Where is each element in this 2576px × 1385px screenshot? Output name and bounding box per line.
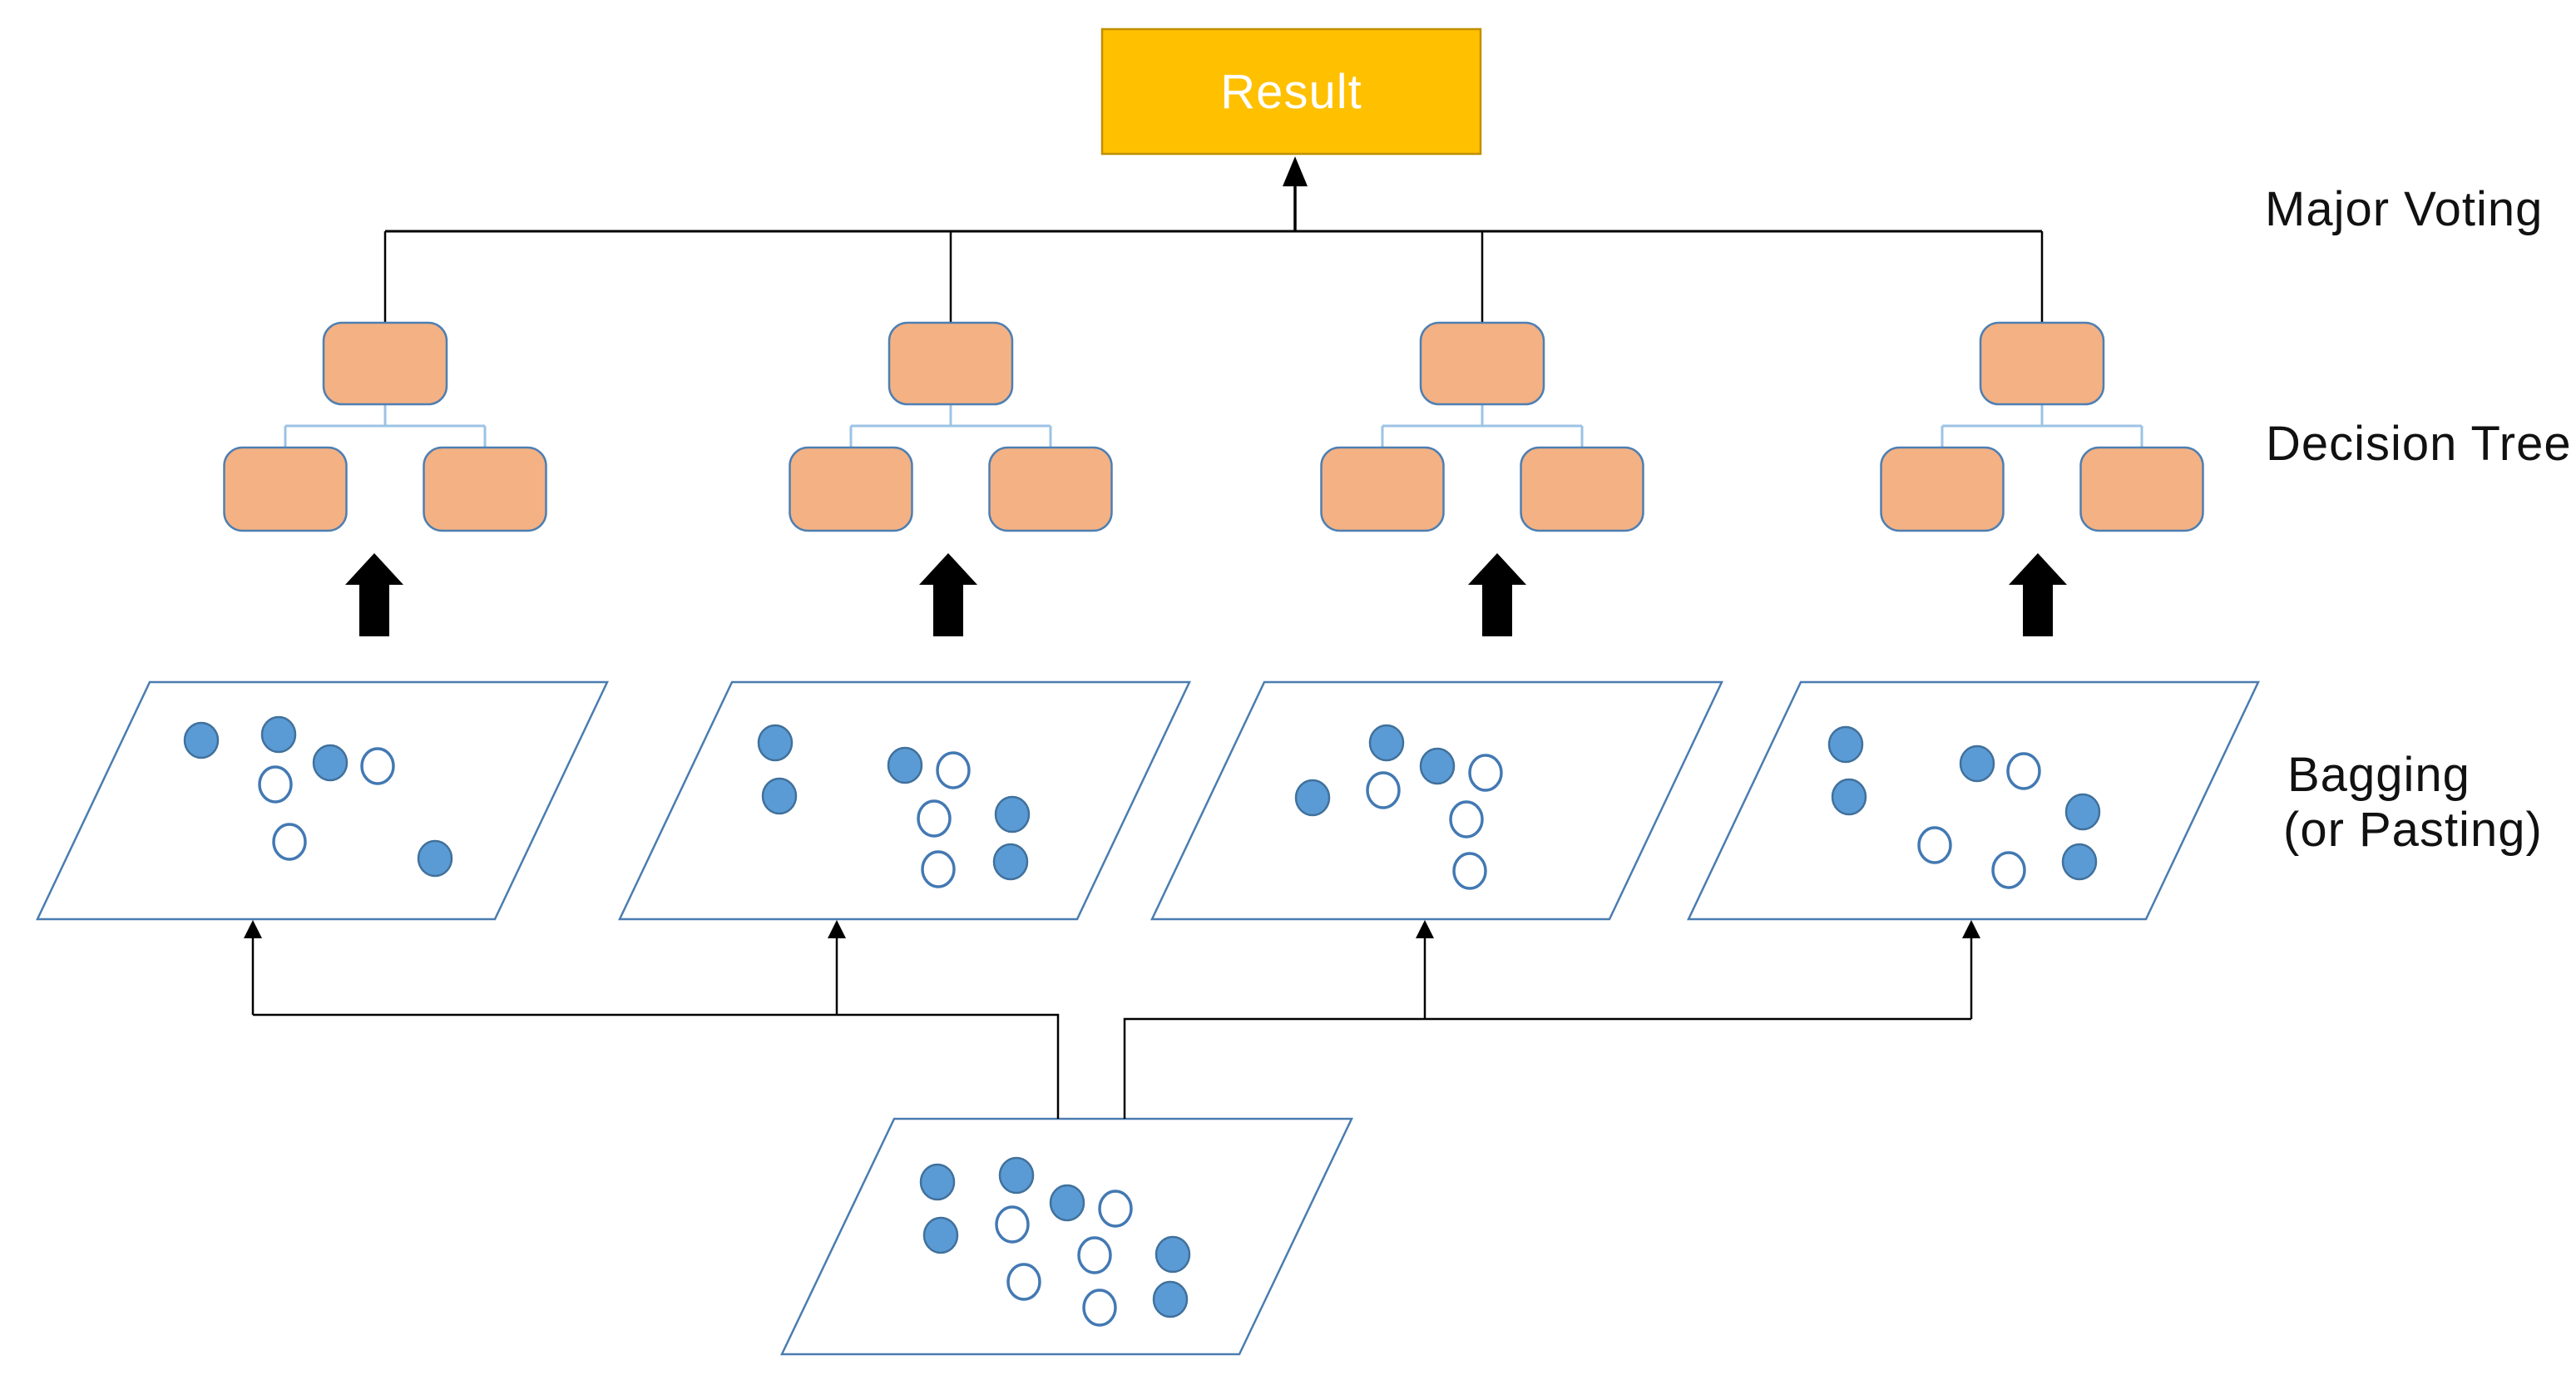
sample-4-data-point-open — [2006, 752, 2041, 790]
sample-2-data-point-open — [936, 751, 971, 789]
sample-feed-arrowhead-right-2 — [1962, 920, 1980, 938]
sample-4-data-point-filled — [2061, 843, 2098, 881]
sample-1-data-point-open — [258, 765, 293, 804]
sample-2-data-point-filled — [992, 843, 1029, 881]
dataset-data-point-open — [1077, 1236, 1112, 1274]
train-arrow-4 — [2009, 553, 2067, 636]
distribution-connector-right — [1123, 1017, 1971, 1119]
bagging-label-line1: Bagging — [2287, 748, 2470, 802]
sample-3-data-point-open — [1468, 754, 1503, 792]
sample-4-data-point-filled — [2064, 793, 2101, 831]
sample-feed-arrowhead-right-1 — [1416, 920, 1434, 938]
dataset-data-point-filled — [1152, 1280, 1189, 1318]
tree-2-parent-node — [888, 321, 1014, 406]
sample-1-data-point-filled — [183, 721, 220, 759]
tree-1-right-child-node — [423, 446, 547, 532]
sample-feed-arrowhead-left-2 — [828, 920, 846, 938]
sample-2-data-point-filled — [761, 777, 798, 815]
tree-1-parent-node — [322, 321, 448, 406]
result-box-label: Result — [1220, 64, 1362, 119]
train-arrow-1 — [345, 553, 403, 636]
sample-3-data-point-open — [1452, 852, 1487, 890]
sample-4-data-point-filled — [1827, 725, 1864, 764]
sample-4-data-point-filled — [1959, 744, 1995, 783]
tree-3-left-child-node — [1320, 446, 1445, 532]
tree-3-connector — [1381, 404, 1584, 450]
sample-4-data-point-filled — [1831, 778, 1867, 816]
train-arrow-2 — [919, 553, 977, 636]
sample-2-data-point-open — [917, 799, 952, 838]
sample-1-parallelogram — [36, 680, 609, 921]
sample-feed-arrowhead-left-1 — [244, 920, 262, 938]
tree-3-parent-node — [1419, 321, 1545, 406]
dataset-data-point-filled — [1049, 1184, 1085, 1222]
sample-3-data-point-filled — [1419, 747, 1456, 785]
dataset-data-point-filled — [998, 1156, 1035, 1195]
dataset-data-point-open — [1082, 1289, 1117, 1327]
sample-3-data-point-open — [1449, 800, 1484, 838]
tree-2-connector — [849, 404, 1052, 450]
dataset-data-point-open — [1098, 1190, 1133, 1228]
sample-1-data-point-filled — [260, 715, 297, 754]
tree-2-left-child-node — [789, 446, 913, 532]
dataset-data-point-filled — [922, 1216, 959, 1254]
tree-2-right-child-node — [988, 446, 1113, 532]
dataset-data-point-filled — [1155, 1235, 1191, 1274]
result-arrowhead — [1283, 156, 1308, 186]
dataset-data-point-open — [995, 1205, 1030, 1244]
dataset-parallelogram — [780, 1117, 1353, 1356]
tree-4-right-child-node — [2079, 446, 2204, 532]
sample-3-data-point-filled — [1294, 779, 1331, 817]
sample-1-data-point-filled — [312, 744, 349, 782]
dataset-data-point-filled — [919, 1163, 956, 1201]
decision-tree-label: Decision Tree — [2266, 417, 2572, 471]
bagging-label-line2: (or Pasting) — [2283, 803, 2543, 857]
major-voting-label: Major Voting — [2265, 182, 2544, 236]
sample-1-data-point-open — [360, 747, 395, 785]
sample-3-parallelogram — [1150, 680, 1723, 921]
sample-3-data-point-open — [1366, 771, 1401, 809]
tree-4-connector — [1941, 404, 2143, 450]
train-arrow-3 — [1468, 553, 1526, 636]
sample-2-data-point-filled — [887, 746, 923, 784]
tree-1-left-child-node — [223, 446, 348, 532]
result-box — [1100, 27, 1482, 156]
sample-1-data-point-open — [272, 823, 307, 861]
distribution-connector-left — [253, 1013, 1060, 1119]
sample-4-data-point-open — [1991, 851, 2026, 889]
sample-2-data-point-filled — [994, 795, 1031, 833]
sample-4-parallelogram — [1687, 680, 2260, 921]
tree-4-parent-node — [1979, 321, 2105, 406]
sample-2-data-point-filled — [757, 724, 794, 762]
tree-3-right-child-node — [1520, 446, 1644, 532]
sample-1-data-point-filled — [417, 839, 453, 878]
sample-3-data-point-filled — [1368, 724, 1405, 762]
sample-2-parallelogram — [618, 680, 1191, 921]
tree-1-connector — [284, 404, 487, 450]
dataset-data-point-open — [1006, 1263, 1041, 1301]
sample-4-data-point-open — [1917, 826, 1952, 864]
tree-4-left-child-node — [1880, 446, 2005, 532]
sample-2-data-point-open — [921, 850, 956, 888]
